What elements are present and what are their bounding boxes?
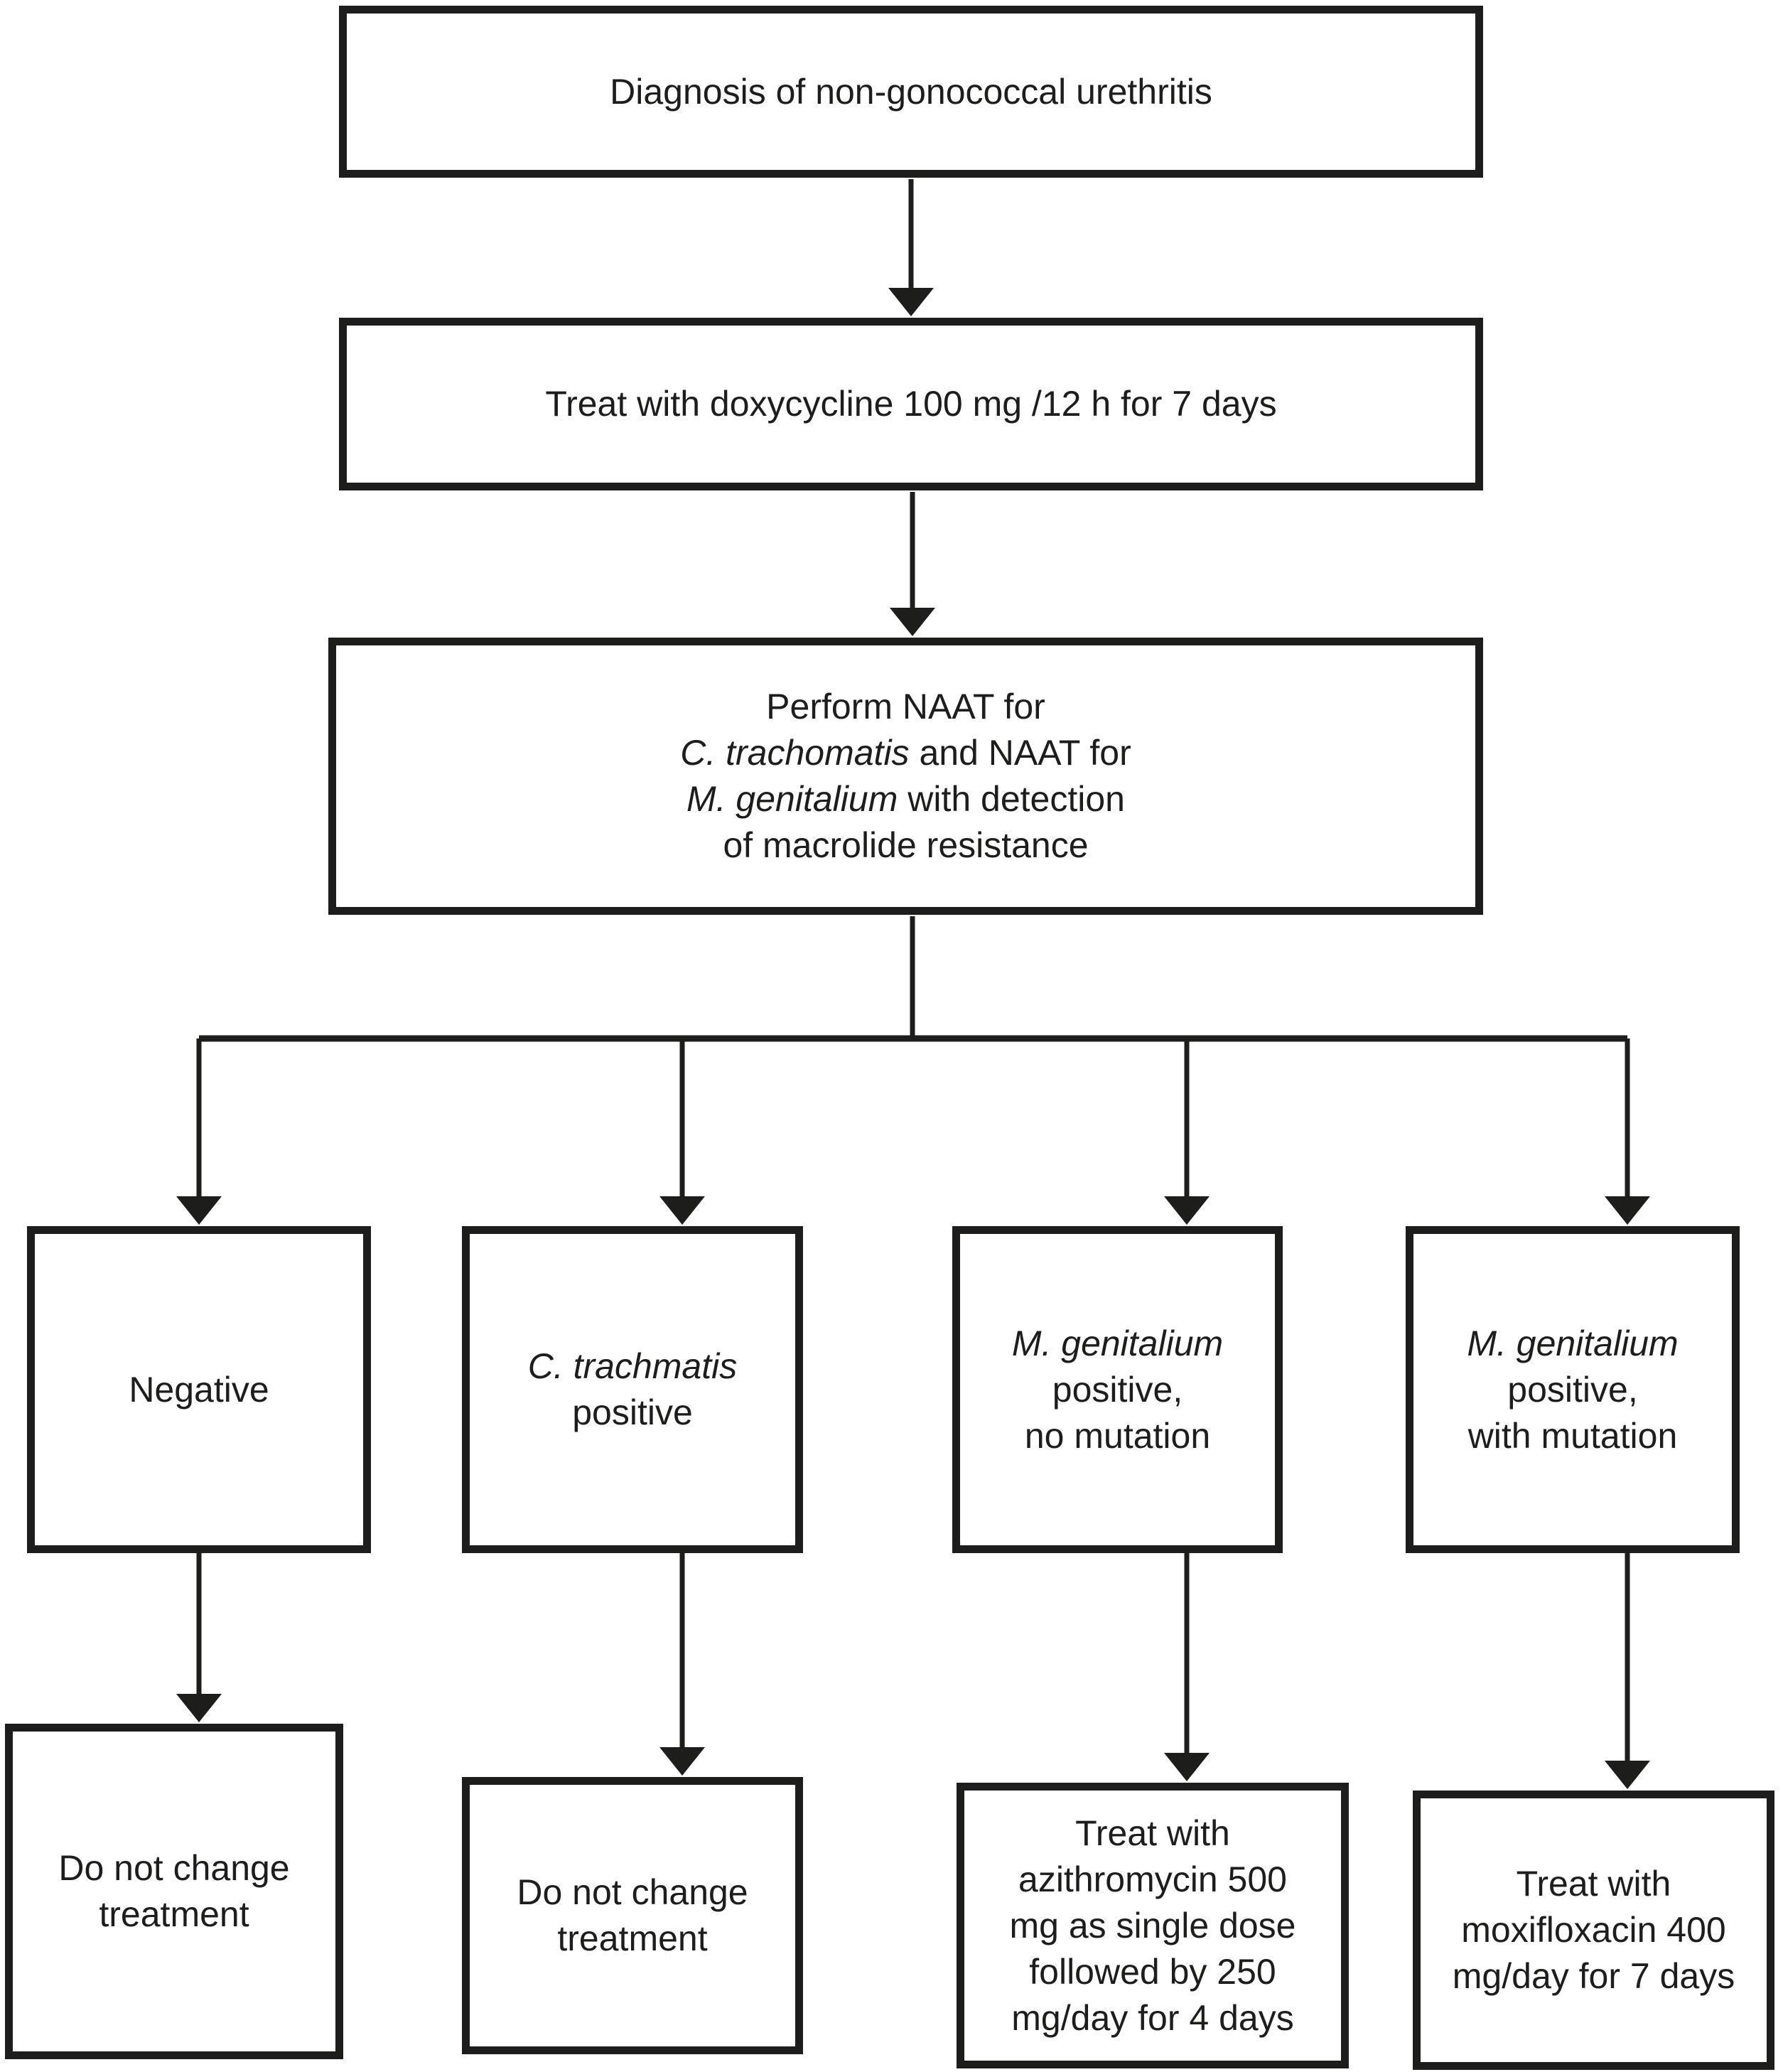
arrow-to-negative-head [176, 1196, 222, 1225]
arrow-diagnosis-to-treatment-head [888, 288, 934, 316]
node-perform-naat: Perform NAAT for C. trachomatis and NAAT… [328, 638, 1483, 915]
node-treat-azithromycin: Treat with azithromycin 500 mg as single… [957, 1783, 1349, 2068]
node-treat-moxifloxacin-line2: moxifloxacin 400 [1461, 1910, 1726, 1950]
arrow-ct-to-action-head [659, 1747, 705, 1776]
arrow-to-ct-positive-head [659, 1196, 705, 1225]
node-mg-no-mutation-line2: positive, [1052, 1369, 1183, 1410]
arrow-mg-no-mutation-to-action-head [1164, 1753, 1210, 1781]
node-do-not-change-2: Do not change treatment [462, 1777, 803, 2054]
species-m-genitalium: M. genitalium [686, 779, 898, 819]
node-treat-azithromycin-line3: mg as single dose [1009, 1905, 1296, 1945]
node-do-not-change-1-line1: Do not change [58, 1848, 290, 1888]
arrow-negative-to-action-head [176, 1694, 222, 1722]
node-perform-naat-line4: of macrolide resistance [723, 825, 1089, 865]
node-treat-azithromycin-line4: followed by 250 [1029, 1951, 1276, 1992]
node-mg-no-mutation-species: M. genitalium [1011, 1323, 1224, 1363]
node-treat-doxycycline-label: Treat with doxycycline 100 mg /12 h for … [545, 384, 1277, 424]
node-mg-no-mutation-line3: no mutation [1024, 1415, 1211, 1456]
node-perform-naat-line2: C. trachomatis and NAAT for [680, 733, 1131, 773]
node-negative-label: Negative [129, 1369, 269, 1410]
node-treat-moxifloxacin-line1: Treat with [1516, 1864, 1671, 1904]
node-mg-with-mutation-species: M. genitalium [1467, 1323, 1679, 1363]
arrow-to-mg-no-mutation-head [1164, 1196, 1210, 1225]
node-treat-azithromycin-line5: mg/day for 4 days [1011, 1997, 1294, 2038]
node-do-not-change-1: Do not change treatment [5, 1724, 343, 2059]
node-perform-naat-line1: Perform NAAT for [766, 687, 1045, 726]
node-mg-with-mutation-line2: positive, [1507, 1369, 1638, 1410]
node-do-not-change-1-line2: treatment [99, 1894, 249, 1934]
species-c-trachomatis: C. trachomatis [680, 733, 910, 773]
arrow-to-mg-with-mutation-head [1605, 1196, 1650, 1225]
node-treat-doxycycline: Treat with doxycycline 100 mg /12 h for … [339, 318, 1483, 490]
node-diagnosis-label: Diagnosis of non-gonococcal urethritis [610, 71, 1212, 112]
node-do-not-change-2-line2: treatment [557, 1918, 708, 1958]
node-mg-positive-no-mutation: M. genitalium positive, no mutation [952, 1226, 1283, 1553]
node-treat-azithromycin-line2: azithromycin 500 [1018, 1859, 1287, 1899]
node-ct-positive-line2: positive [572, 1392, 693, 1432]
node-treat-moxifloxacin: Treat with moxifloxacin 400 mg/day for 7… [1413, 1791, 1774, 2070]
node-mg-positive-with-mutation: M. genitalium positive, with mutation [1406, 1226, 1740, 1553]
node-ct-positive: C. trachmatis positive [462, 1226, 803, 1553]
node-do-not-change-2-line1: Do not change [517, 1872, 748, 1912]
node-perform-naat-line3: M. genitalium with detection [686, 779, 1125, 819]
node-diagnosis: Diagnosis of non-gonococcal urethritis [339, 6, 1483, 178]
node-negative: Negative [27, 1226, 371, 1553]
node-treat-azithromycin-line1: Treat with [1075, 1813, 1230, 1853]
node-treat-moxifloxacin-line3: mg/day for 7 days [1452, 1956, 1735, 1996]
arrow-mg-with-mutation-to-action-head [1605, 1761, 1650, 1789]
node-mg-with-mutation-line3: with mutation [1467, 1415, 1678, 1456]
node-ct-positive-species: C. trachmatis [527, 1346, 738, 1386]
arrow-treatment-to-naat-head [890, 608, 935, 636]
